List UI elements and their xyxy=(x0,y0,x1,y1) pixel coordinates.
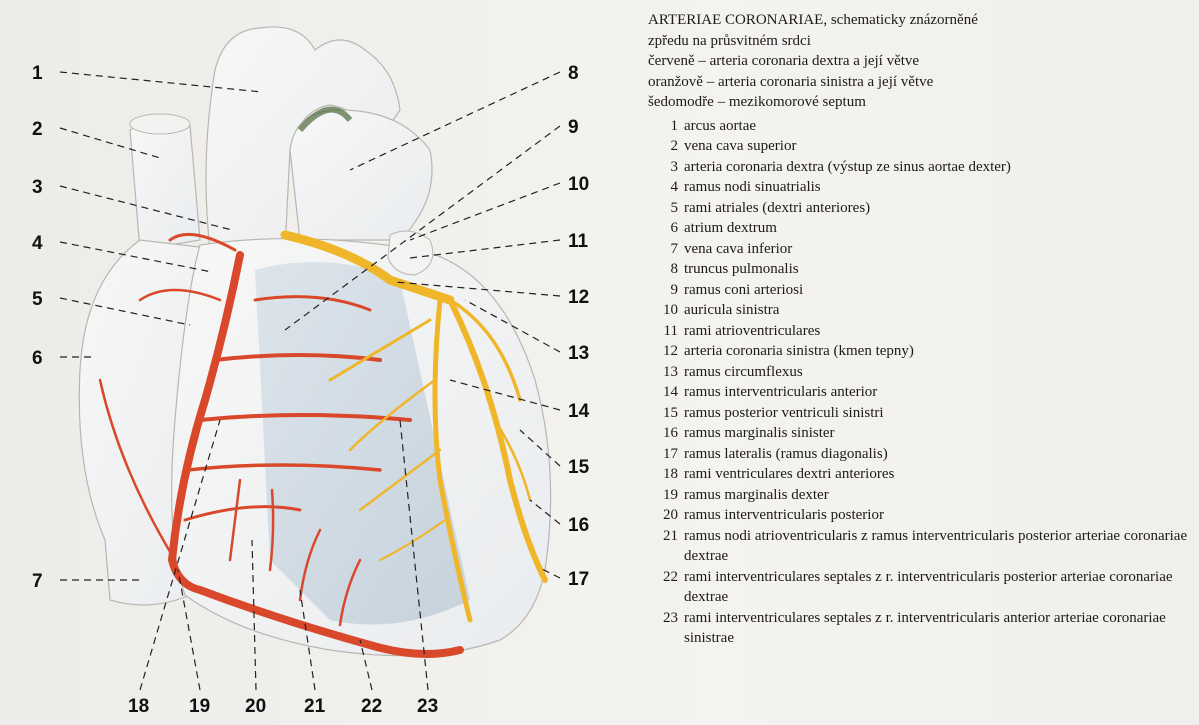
figure-label-16: 16 xyxy=(568,515,589,536)
legend-title: ARTERIAE CORONARIAE, schematicky znázorn… xyxy=(648,10,1193,31)
figure-label-9: 9 xyxy=(568,117,579,138)
heart-illustration: 1 2 3 4 5 6 7 8 9 10 11 12 13 14 15 16 1… xyxy=(0,0,620,725)
figure-label-14: 14 xyxy=(568,401,590,422)
figure-label-13: 13 xyxy=(568,343,589,364)
legend-header: ARTERIAE CORONARIAE, schematicky znázorn… xyxy=(648,10,1193,113)
figure-label-23: 23 xyxy=(417,696,438,717)
figure-label-22: 22 xyxy=(361,696,382,717)
truncus-pulmonalis xyxy=(290,110,432,240)
figure-label-15: 15 xyxy=(568,457,590,478)
figure-label-10: 10 xyxy=(568,174,589,195)
figure-label-8: 8 xyxy=(568,63,579,84)
legend: ARTERIAE CORONARIAE, schematicky znázorn… xyxy=(648,10,1193,649)
figure-label-3: 3 xyxy=(32,177,43,198)
figure-label-19: 19 xyxy=(189,696,210,717)
figure-label-2: 2 xyxy=(32,119,43,140)
vena-cava-superior xyxy=(130,120,200,250)
figure-label-7: 7 xyxy=(32,571,43,592)
figure-label-4: 4 xyxy=(32,233,43,254)
figure-label-12: 12 xyxy=(568,287,589,308)
color-key-septum: šedomodře – mezikomorové septum xyxy=(648,92,1193,113)
figure-label-6: 6 xyxy=(32,348,43,369)
figure-label-5: 5 xyxy=(32,289,43,310)
figure-label-21: 21 xyxy=(304,696,326,717)
figure-label-18: 18 xyxy=(128,696,149,717)
figure-label-11: 11 xyxy=(568,231,589,252)
legend-subtitle: zpředu na průsvitném srdci xyxy=(648,31,1193,52)
color-key-right: červeně – arteria coronaria dextra a jej… xyxy=(648,51,1193,72)
figure-label-17: 17 xyxy=(568,569,589,590)
figure-label-20: 20 xyxy=(245,696,266,717)
color-key-left: oranžově – arteria coronaria sinistra a … xyxy=(648,72,1193,93)
figure-label-1: 1 xyxy=(32,63,43,84)
